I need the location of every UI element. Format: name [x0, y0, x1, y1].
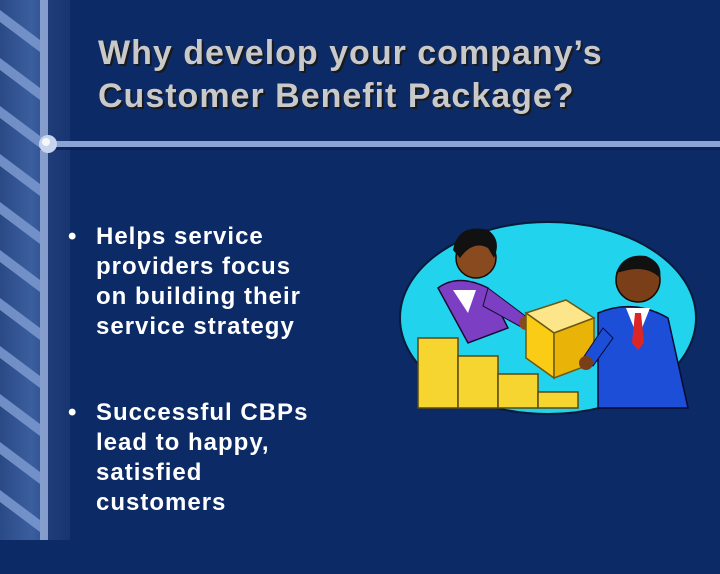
bullet-item: • Helps service providers focus on build…: [68, 222, 388, 342]
business-exchange-clipart-icon: [399, 221, 697, 415]
bullet-text-line: customers: [96, 489, 227, 516]
title-divider: [39, 135, 720, 153]
bullet-text-line: satisfied: [96, 459, 203, 486]
man-figure: [579, 255, 689, 409]
slide-title: Why develop your company’s Customer Bene…: [98, 32, 698, 118]
bullet-text-line: Helps service: [96, 223, 264, 250]
bullet-marker: •: [68, 223, 78, 250]
title-line-2: Customer Benefit Package?: [98, 77, 575, 115]
diagonal-stripes-icon: [0, 0, 70, 540]
bullet-marker: •: [68, 399, 78, 426]
bullet-text-line: on building their: [96, 283, 301, 310]
bullet-item: • Successful CBPs lead to happy, satisfi…: [68, 398, 388, 518]
bullet-text-line: Successful CBPs: [96, 399, 309, 426]
title-line-1: Why develop your company’s: [98, 34, 603, 72]
bullet-text-line: service strategy: [96, 313, 295, 340]
left-decorative-band: [0, 0, 70, 540]
woman-figure: [437, 228, 533, 344]
bullet-text-line: lead to happy,: [96, 429, 270, 456]
bullet-text-line: providers focus: [96, 253, 292, 280]
bullet-list: • Helps service providers focus on build…: [68, 222, 388, 574]
